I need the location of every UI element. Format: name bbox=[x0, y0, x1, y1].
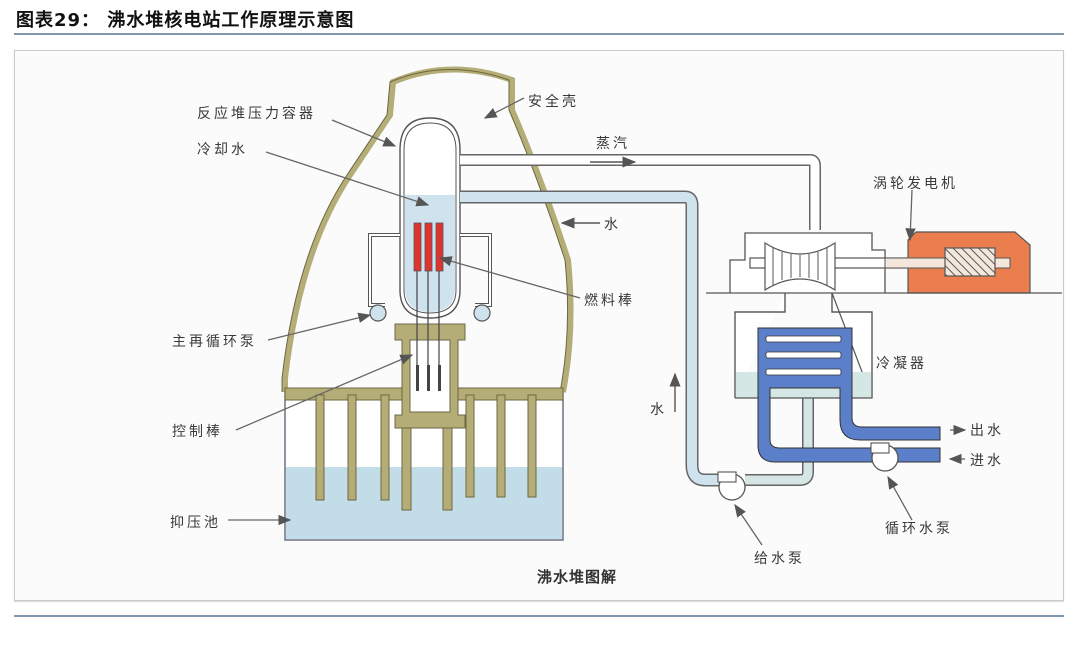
feed-pump-icon bbox=[717, 471, 746, 501]
turbine bbox=[729, 232, 911, 293]
circulation-pump-icon bbox=[870, 442, 899, 472]
reactor-pressure-vessel bbox=[368, 117, 492, 322]
recirc-pump-left-icon bbox=[369, 304, 387, 322]
label-water-up: 水 bbox=[650, 402, 667, 418]
label-control-rods: 控制棒 bbox=[172, 424, 223, 440]
label-containment: 安全壳 bbox=[528, 93, 579, 110]
label-fuel-rods: 燃料棒 bbox=[584, 292, 635, 309]
label-inlet-water: 进水 bbox=[970, 453, 1004, 469]
label-water-return: 水 bbox=[604, 217, 621, 233]
diagram-caption: 沸水堆图解 bbox=[537, 568, 617, 586]
condenser bbox=[734, 292, 941, 463]
suppression-pool bbox=[284, 391, 564, 541]
feedwater-pipe bbox=[460, 190, 814, 487]
generator-rotor-icon bbox=[944, 247, 996, 277]
label-feed-pump: 给水泵 bbox=[754, 551, 805, 567]
label-steam: 蒸汽 bbox=[596, 136, 630, 152]
leader-lines bbox=[228, 97, 967, 546]
label-suppression-pool: 抑压池 bbox=[170, 515, 221, 531]
label-condenser: 冷凝器 bbox=[876, 356, 927, 372]
label-recirc-pump: 主再循环泵 bbox=[172, 334, 257, 350]
label-outlet-water: 出水 bbox=[970, 423, 1004, 439]
generator bbox=[884, 231, 1031, 294]
recirc-pump-right-icon bbox=[473, 304, 491, 322]
label-turbine-generator: 涡轮发电机 bbox=[873, 176, 958, 192]
steam-pipe bbox=[460, 154, 821, 230]
label-circulation-pump: 循环水泵 bbox=[885, 521, 953, 537]
bottom-divider bbox=[14, 615, 1064, 617]
figure-title: 图表29： 沸水堆核电站工作原理示意图 bbox=[16, 10, 355, 31]
label-coolant: 冷却水 bbox=[197, 142, 248, 158]
label-pressure-vessel: 反应堆压力容器 bbox=[197, 105, 316, 122]
title-divider bbox=[14, 33, 1064, 35]
control-rods bbox=[416, 365, 441, 391]
